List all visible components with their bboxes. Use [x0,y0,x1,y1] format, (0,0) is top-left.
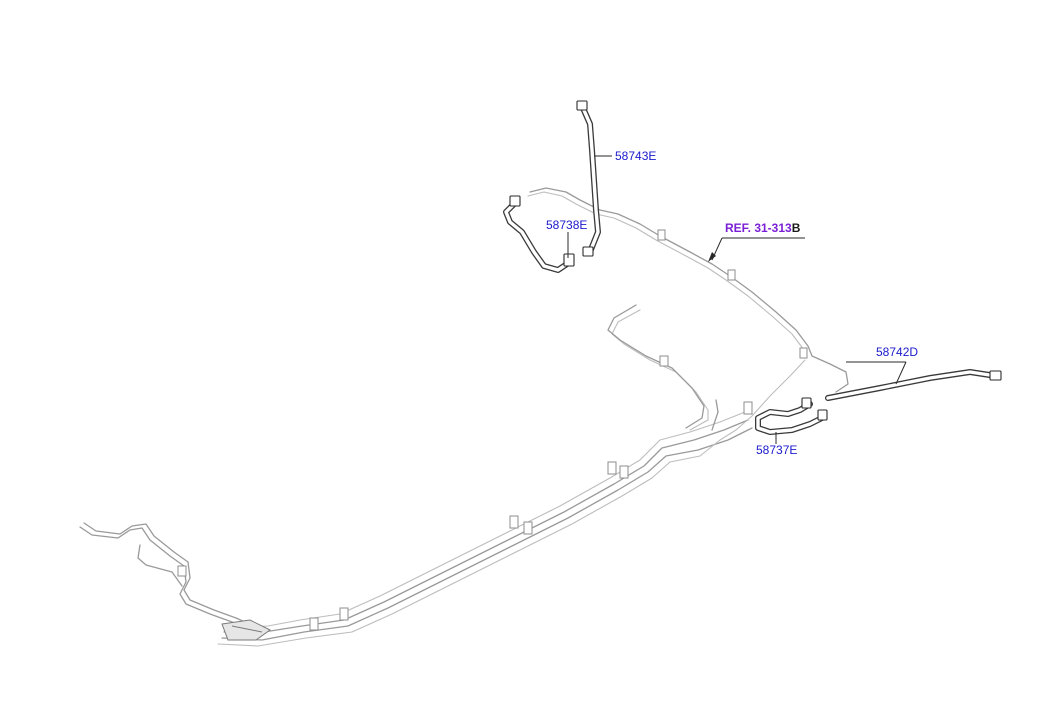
clip [523,521,533,535]
part-label-58737E[interactable]: 58737E [756,443,797,457]
part-label-58743E[interactable]: 58743E [615,149,656,163]
fitting [582,246,594,257]
clip [309,617,319,631]
clip [607,461,617,475]
clip [509,515,519,529]
reference-main: REF. 31-313 [725,221,792,235]
reference-label[interactable]: REF. 31-313B [725,221,801,235]
fitting [989,370,1002,381]
clip [727,269,736,281]
fitting [509,195,521,207]
fitting [563,253,575,267]
reference-suffix: B [792,221,801,235]
hose-58737E [755,397,828,435]
clip [339,607,349,621]
pipe-58742D [825,369,1002,401]
part-label-58738E[interactable]: 58738E [546,218,587,232]
clip [799,347,808,359]
fitting [801,397,812,409]
fitting [576,100,588,111]
rear-upper-pipe [527,187,849,393]
clip [619,465,629,479]
clip [177,565,187,577]
clip [657,229,666,241]
leader-lines [567,155,907,444]
clip [659,355,669,367]
junction-block [221,619,271,641]
clip [743,401,753,415]
hose-58738E [503,195,575,273]
pipe-clips [177,355,753,631]
hose-58743E [576,100,601,257]
main-pipe-bundle [79,304,806,647]
fitting [817,409,828,421]
part-label-58742D[interactable]: 58742D [876,345,918,359]
